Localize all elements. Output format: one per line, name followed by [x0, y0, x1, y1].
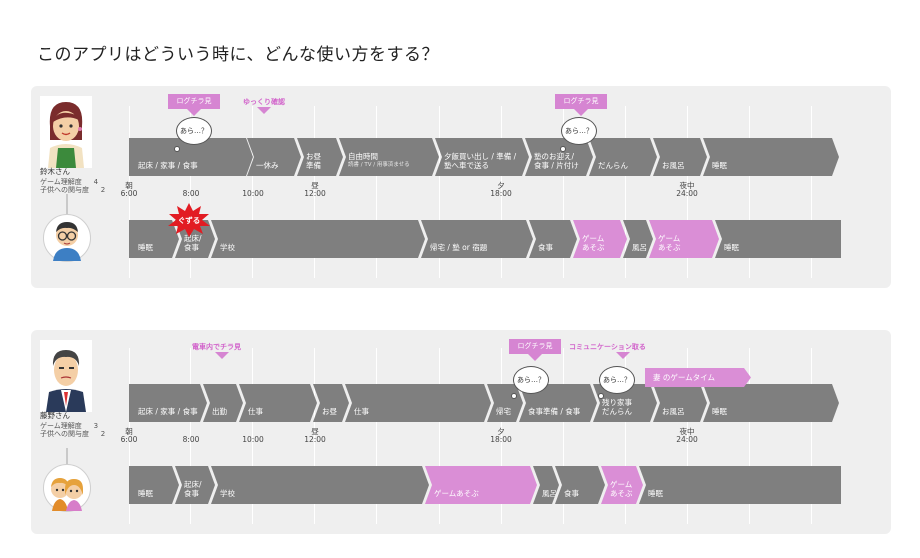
segment-parent-5: 夕飯買い出し / 準備 /塾へ車で送る — [435, 138, 529, 176]
segment-parent-4: 自由時間読書 / TV / 用事済ませる — [339, 138, 439, 176]
segment-child-game-1: ゲームあそぶ — [425, 466, 537, 504]
boy-avatar-icon — [53, 222, 81, 261]
persona-meta-1: ゲーム理解度 4 — [40, 178, 99, 186]
segment-child-4: 帰宅 / 塾 or 宿題 — [421, 220, 533, 258]
segment-child-3: 学校 — [211, 466, 429, 504]
avatar-suzuki — [40, 96, 92, 168]
father-avatar-icon — [46, 350, 86, 412]
segment-child-2: 起床/食事 — [175, 466, 215, 504]
fuss-label: ぐずる — [177, 216, 201, 225]
tag-pointer — [616, 352, 630, 359]
mother-avatar-icon — [48, 102, 84, 168]
segment-parent-7: だんらん — [589, 138, 657, 176]
segment-wife-game-time: 妻 のゲームタイム — [645, 368, 751, 387]
segment-child-6: 食事 — [555, 466, 605, 504]
segment-parent-3: 仕事 — [239, 384, 317, 422]
tick-8: 8:00 — [182, 435, 200, 444]
segment-parent-2: 出勤 — [203, 384, 243, 422]
segment-parent-2: 一休み — [247, 138, 301, 176]
persona-meta-2: 子供への関与度 2 — [40, 430, 106, 438]
segment-parent-9: 睡眠 — [703, 138, 839, 176]
tag-pointer — [528, 354, 542, 361]
segment-child-1: 睡眠 — [129, 220, 179, 258]
bubble-dot — [560, 146, 566, 152]
tag-log-glance-2: ログチラ見 — [555, 94, 607, 109]
segment-parent-5: 仕事 — [345, 384, 491, 422]
segment-child-1: 睡眠 — [129, 466, 179, 504]
segment-parent-8: お風呂 — [653, 138, 707, 176]
bubble-dot — [598, 393, 604, 399]
segment-parent-1: 起床 / 家事 / 食事 — [129, 384, 207, 422]
segment-child-game-2: ゲームあそぶ — [601, 466, 643, 504]
fuss-burst-icon — [167, 203, 211, 237]
segment-child-3: 学校 — [211, 220, 425, 258]
tag-log-glance: ログチラ見 — [168, 94, 220, 109]
bubble-dot — [511, 393, 517, 399]
bubble-dot — [174, 146, 180, 152]
segment-parent-9: お風呂 — [653, 384, 707, 422]
segment-child-game-2: ゲームあそぶ — [649, 220, 719, 258]
thought-bubble: あら…？ — [513, 366, 549, 394]
segment-child-9: 睡眠 — [715, 220, 841, 258]
persona-panel-fujino: 藤野さん ゲーム理解度 3 子供への関与度 2 起床 / 家事 / 食事 出勤 … — [31, 330, 891, 534]
thought-bubble: あら…？ — [176, 117, 212, 145]
tag-pointer — [187, 109, 201, 116]
segment-parent-3: お昼準備 — [297, 138, 343, 176]
persona-name: 藤野さん — [40, 411, 70, 420]
kids-avatar-icon — [51, 478, 83, 511]
segment-child-5: 食事 — [529, 220, 577, 258]
tag-pointer — [574, 109, 588, 116]
tag-log-glance: ログチラ見 — [509, 339, 561, 354]
avatar-fujino — [40, 340, 92, 412]
segment-parent-4: お昼 — [313, 384, 349, 422]
segment-child-8: 睡眠 — [639, 466, 841, 504]
label-careful-check: ゆっくり確認 — [243, 98, 285, 106]
tick-10: 10:00 — [242, 435, 264, 444]
label-train-glance: 電車内でチラ見 — [192, 343, 241, 351]
page-title: このアプリはどういう時に、どんな使い方をする？ — [37, 45, 439, 65]
tick-10: 10:00 — [242, 189, 264, 198]
persona-name: 鈴木さん — [40, 167, 70, 176]
segment-parent-10: 睡眠 — [703, 384, 839, 422]
label-communicate: コミュニケーション取る — [569, 343, 646, 351]
children-avatar — [43, 464, 91, 512]
thought-bubble: あら…？ — [599, 366, 635, 394]
tick-8: 8:00 — [182, 189, 200, 198]
segment-child-7: 風呂 — [623, 220, 653, 258]
tag-pointer — [257, 107, 271, 114]
persona-panel-suzuki: 鈴木さん ゲーム理解度 4 子供への関与度 2 起床 / 家事 / 食事 一休み… — [31, 86, 891, 288]
thought-bubble: あら…？ — [561, 117, 597, 145]
tag-pointer — [215, 352, 229, 359]
segment-child-game-1: ゲームあそぶ — [573, 220, 627, 258]
persona-meta-1: ゲーム理解度 3 — [40, 422, 99, 430]
persona-meta-2: 子供への関与度 2 — [40, 186, 106, 194]
child-avatar — [43, 214, 91, 262]
